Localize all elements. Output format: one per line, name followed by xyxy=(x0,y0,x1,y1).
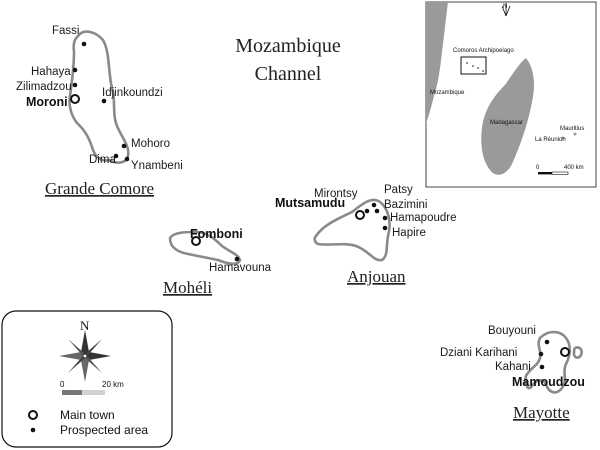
inset-island-dot xyxy=(477,67,479,69)
prospected-area-marker xyxy=(539,364,545,370)
inset-label-mauritius: Mauritius xyxy=(560,126,584,132)
prospected-area-marker xyxy=(538,351,544,357)
prospected-area-marker xyxy=(124,156,130,162)
inset-island-dot xyxy=(482,70,484,72)
compass-rose-icon xyxy=(59,330,111,382)
inset-north-arrow xyxy=(501,5,511,17)
label-mutsamudu: Mutsamudu xyxy=(275,196,345,210)
legend-prospected-area-label: Prospected area xyxy=(60,423,148,437)
prospected-area-marker xyxy=(113,153,119,159)
mayotte-points xyxy=(538,339,570,370)
inset-label-archipelago: Comoros Archipoelago xyxy=(453,48,514,54)
label-patsy: Patsy xyxy=(384,184,413,196)
label-dziani-karihani: Dziani Karihani xyxy=(440,347,517,359)
prospected-area-marker xyxy=(374,208,380,214)
label-hamapoudre: Hamapoudre xyxy=(390,212,456,224)
inset-madagascar xyxy=(481,58,534,175)
legend-main-town-symbol xyxy=(28,410,38,420)
island-name-mayotte: Mayotte xyxy=(513,403,570,422)
legend-scale-bar-light xyxy=(82,390,105,395)
grande-comore-points xyxy=(70,41,130,162)
sea-label-line2: Channel xyxy=(255,63,322,85)
main-town-marker xyxy=(191,236,201,246)
legend-scale-start: 0 xyxy=(60,380,65,389)
inset-island-dot xyxy=(472,65,474,67)
label-mamoudzou: Mamoudzou xyxy=(512,375,585,389)
prospected-area-marker xyxy=(234,256,240,262)
label-fassi: Fassi xyxy=(52,25,79,37)
island-name-moheli: Mohéli xyxy=(163,278,212,297)
legend: N 0 20 km Main town Prospected area xyxy=(1,310,173,448)
prospected-area-marker xyxy=(72,82,78,88)
island-name-anjouan: Anjouan xyxy=(347,267,406,286)
label-ynambeni: Ynambeni xyxy=(131,160,183,172)
label-bouyouni: Bouyouni xyxy=(488,325,536,337)
legend-frame xyxy=(1,310,173,448)
main-town-marker xyxy=(355,210,365,220)
island-grande-comore xyxy=(68,30,130,164)
prospected-area-marker xyxy=(101,98,107,104)
prospected-area-marker xyxy=(121,143,127,149)
inset-north-label: N xyxy=(503,4,507,10)
inset-label-reunion: La Réunion xyxy=(535,137,566,143)
prospected-area-marker xyxy=(371,202,377,208)
inset-archipelago-box xyxy=(460,56,487,75)
inset-scale-start: 0 xyxy=(536,165,540,171)
island-name-grande-comore: Grande Comore xyxy=(45,179,154,198)
label-mohoro: Mohoro xyxy=(131,138,170,150)
label-moroni: Moroni xyxy=(26,95,68,109)
island-anjouan xyxy=(313,198,391,262)
label-zilimadzou: Zilimadzou xyxy=(16,81,72,93)
inset-map: N Comoros Archipoelago Mozambique Madaga… xyxy=(425,1,597,188)
inset-scale-bar-dark xyxy=(538,172,552,175)
legend-prospected-area-symbol xyxy=(30,427,36,433)
label-hapire: Hapire xyxy=(392,227,426,239)
inset-reunion-mark xyxy=(561,136,565,140)
legend-scale-end: 20 km xyxy=(102,380,124,389)
label-idjinkoundzi: Idjinkoundzi xyxy=(102,87,163,99)
main-town-marker xyxy=(70,94,80,104)
inset-label-mozambique: Mozambique xyxy=(430,90,465,96)
prospected-area-marker xyxy=(544,339,550,345)
prospected-area-marker xyxy=(382,215,388,221)
legend-scale-bar-dark xyxy=(62,390,82,395)
label-dima: Dima xyxy=(89,154,116,166)
island-moheli xyxy=(168,230,242,266)
prospected-area-marker xyxy=(364,208,370,214)
anjouan-points xyxy=(355,202,388,231)
legend-main-town-label: Main town xyxy=(60,408,115,422)
prospected-area-marker xyxy=(72,67,78,73)
label-fomboni: Fomboni xyxy=(190,227,243,241)
label-hamavouna: Hamavouna xyxy=(209,262,272,274)
inset-scale-bar-light xyxy=(551,171,569,175)
island-mayotte xyxy=(524,330,572,394)
legend-north-label: N xyxy=(80,318,90,333)
inset-scale-end: 400 km xyxy=(564,165,584,171)
inset-africa xyxy=(426,2,448,124)
island-petite-terre xyxy=(572,346,583,359)
inset-label-madagascar: Madagascar xyxy=(490,120,523,126)
prospected-area-marker xyxy=(382,225,388,231)
inset-mauritius-mark xyxy=(573,132,577,136)
sea-label-line1: Mozambique xyxy=(235,35,341,57)
main-town-marker xyxy=(560,347,570,357)
prospected-area-marker xyxy=(81,41,87,47)
label-bazimini: Bazimini xyxy=(384,199,427,211)
label-hahaya: Hahaya xyxy=(31,66,71,78)
inset-island-dot xyxy=(466,62,468,64)
label-mirontsy: Mirontsy xyxy=(314,188,358,200)
label-kahani: Kahani xyxy=(495,361,531,373)
